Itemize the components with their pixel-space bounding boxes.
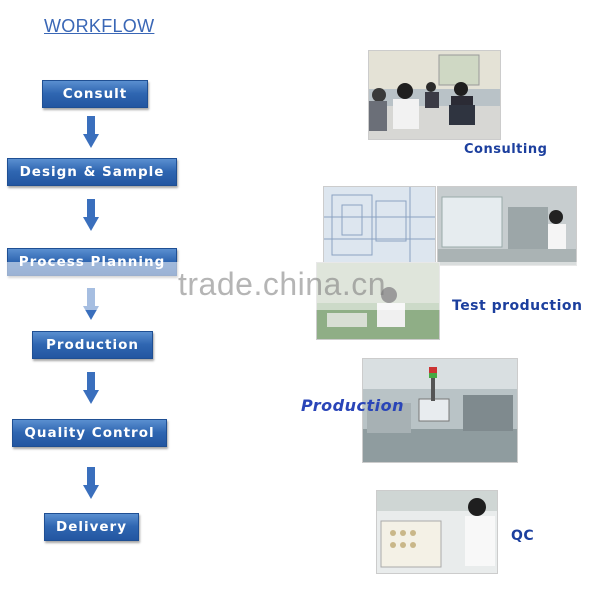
step-delivery: Delivery (44, 513, 139, 541)
step-consult: Consult (42, 80, 148, 108)
arrow-down-icon (83, 467, 99, 499)
workflow-title: WORKFLOW (44, 16, 155, 36)
arrow-down-icon (83, 372, 99, 404)
test-production-photo (437, 186, 577, 266)
arrow-down-icon (83, 116, 99, 148)
design-drawing-photo (323, 186, 436, 266)
caption-consulting: Consulting (464, 142, 548, 157)
consulting-photo (368, 50, 501, 140)
step-design-sample: Design & Sample (7, 158, 177, 186)
caption-production: Production (301, 396, 404, 415)
production-line-photo (362, 358, 518, 463)
caption-qc: QC (511, 528, 535, 544)
watermark-band (0, 262, 600, 310)
arrow-down-icon (83, 199, 99, 231)
caption-test-production: Test production (452, 298, 583, 314)
step-production: Production (32, 331, 153, 359)
qc-photo (376, 490, 498, 574)
watermark-text: trade.china.cn (178, 266, 387, 302)
step-quality-control: Quality Control (12, 419, 167, 447)
